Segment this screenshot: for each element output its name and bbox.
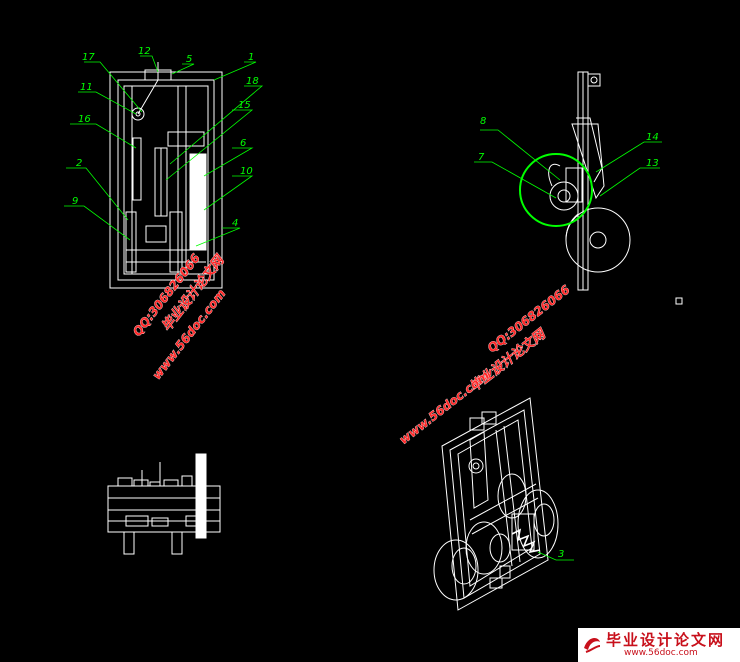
part-label-16: 16 — [78, 114, 91, 125]
part-label-8: 8 — [480, 116, 486, 127]
side-view-gear-circle — [519, 153, 593, 227]
site-logo: 毕业设计论文网 www.56doc.com — [578, 628, 740, 662]
side-view-labels: 8 7 14 13 — [478, 116, 659, 169]
logo-swirl-icon — [584, 638, 601, 653]
top-view — [107, 453, 221, 555]
part-label-14: 14 — [646, 132, 659, 143]
part-label-1: 1 — [248, 52, 254, 63]
part-label-13: 13 — [646, 158, 659, 169]
part-label-3: 3 — [558, 549, 564, 560]
isometric-view — [433, 397, 559, 611]
part-label-10: 10 — [240, 166, 253, 177]
part-label-7: 7 — [478, 152, 485, 163]
side-view — [548, 71, 631, 291]
small-square-marker — [675, 297, 683, 305]
front-view-labels: 17 12 5 1 11 18 16 15 6 2 10 9 4 — [72, 46, 259, 229]
isometric-gear-teeth — [511, 528, 541, 554]
part-label-9: 9 — [72, 196, 78, 207]
part-label-18: 18 — [246, 76, 259, 87]
part-label-6: 6 — [240, 138, 246, 149]
part-label-11: 11 — [80, 82, 93, 93]
part-label-2: 2 — [76, 158, 82, 169]
part-label-12: 12 — [138, 46, 151, 57]
side-view-leaders — [474, 129, 662, 199]
logo-brand-text: 毕业设计论文网 — [606, 631, 726, 649]
front-view — [109, 62, 223, 289]
part-label-4: 4 — [232, 218, 238, 229]
front-view-leaders — [64, 55, 264, 247]
isometric-leader — [537, 551, 574, 561]
part-label-5: 5 — [186, 54, 192, 65]
logo-url-text: www.56doc.com — [624, 648, 698, 658]
part-label-17: 17 — [82, 52, 95, 63]
part-label-15: 15 — [238, 100, 251, 111]
